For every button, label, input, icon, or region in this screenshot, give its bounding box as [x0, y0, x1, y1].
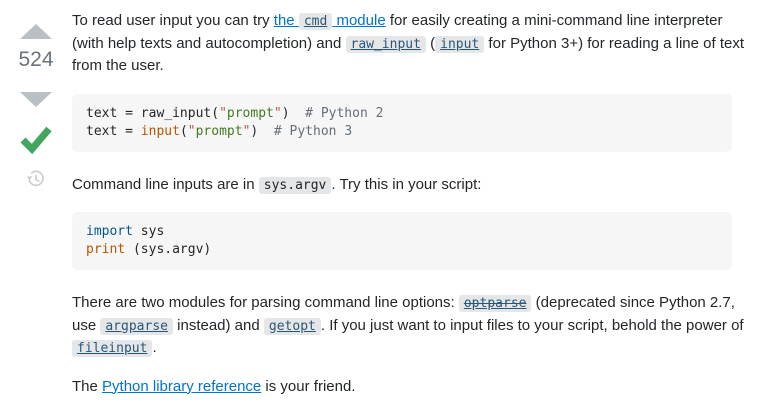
- body-text: (deprecated since Python 2.7,: [531, 294, 735, 311]
- body-text: (with help texts and autocompletion) and: [72, 34, 346, 52]
- body-text: .: [152, 339, 157, 356]
- code-token: ": [242, 123, 251, 139]
- code-token: sys: [132, 224, 165, 239]
- code-block: import sys print (sys.argv): [72, 212, 732, 270]
- inline-code-link[interactable]: raw_input: [345, 35, 426, 53]
- vote-count: 524: [18, 48, 54, 71]
- text-link[interactable]: Python library reference: [102, 377, 262, 395]
- inline-code-link[interactable]: optparse: [458, 295, 532, 312]
- inline-code-link[interactable]: input: [435, 35, 485, 53]
- code-token: import: [86, 224, 133, 239]
- code-token: (sys.argv): [125, 242, 212, 257]
- code-token: text = raw_input(: [86, 105, 220, 121]
- body-text: Command line inputs are in: [72, 175, 259, 193]
- inline-code: sys.argv: [258, 176, 332, 194]
- code-block: text = raw_input("prompt") # Python 2 te…: [72, 93, 732, 152]
- paragraph: There are two modules for parsing comman…: [72, 292, 744, 360]
- text-link[interactable]: module: [332, 12, 386, 29]
- code-token: prompt: [226, 105, 274, 121]
- paragraph: Command line inputs are in sys.argv. Try…: [72, 174, 732, 197]
- text-link[interactable]: the: [273, 12, 299, 29]
- body-text: . Try this in your script:: [331, 175, 482, 193]
- code-token: print: [86, 242, 126, 257]
- inline-code-link[interactable]: getopt: [263, 317, 321, 335]
- revision-history-icon[interactable]: [27, 170, 45, 188]
- body-text: instead) and: [172, 316, 264, 334]
- accepted-answer-check-icon: [20, 126, 52, 155]
- code-token: # Python 2: [305, 105, 384, 121]
- inline-code-link[interactable]: cmd: [298, 13, 333, 30]
- body-text: from the user.: [72, 57, 164, 74]
- body-text: . If you just want to input files to you…: [320, 316, 744, 334]
- downvote-button[interactable]: [20, 92, 52, 107]
- body-text: (: [425, 34, 436, 52]
- answer-body: To read user input you can try the cmd m…: [72, 0, 744, 414]
- body-text: for easily creating a mini-command line …: [385, 12, 723, 29]
- code-token: ": [187, 123, 196, 139]
- body-text: The: [72, 377, 103, 395]
- inline-code-link[interactable]: fileinput: [72, 340, 153, 357]
- code-token: # Python 3: [273, 123, 353, 139]
- code-token: ": [273, 105, 282, 121]
- body-text: There are two modules for parsing comman…: [72, 294, 459, 311]
- code-token: prompt: [195, 123, 243, 139]
- code-token: ): [281, 105, 306, 121]
- upvote-button[interactable]: [20, 24, 52, 39]
- body-text: for Python 3+) for reading a line of tex…: [484, 34, 744, 52]
- code-token: input: [140, 123, 180, 139]
- code-token: text =: [86, 123, 141, 139]
- body-text: use: [72, 316, 101, 334]
- vote-column: 524: [0, 0, 72, 188]
- paragraph: The Python library reference is your fri…: [72, 376, 732, 399]
- body-text: is your friend.: [261, 377, 356, 395]
- code-token: ": [219, 105, 227, 121]
- code-token: (: [179, 123, 188, 139]
- inline-code-link[interactable]: argparse: [100, 317, 173, 335]
- code-token: ): [250, 123, 274, 139]
- body-text: To read user input you can try: [72, 12, 274, 29]
- paragraph: To read user input you can try the cmd m…: [72, 10, 744, 78]
